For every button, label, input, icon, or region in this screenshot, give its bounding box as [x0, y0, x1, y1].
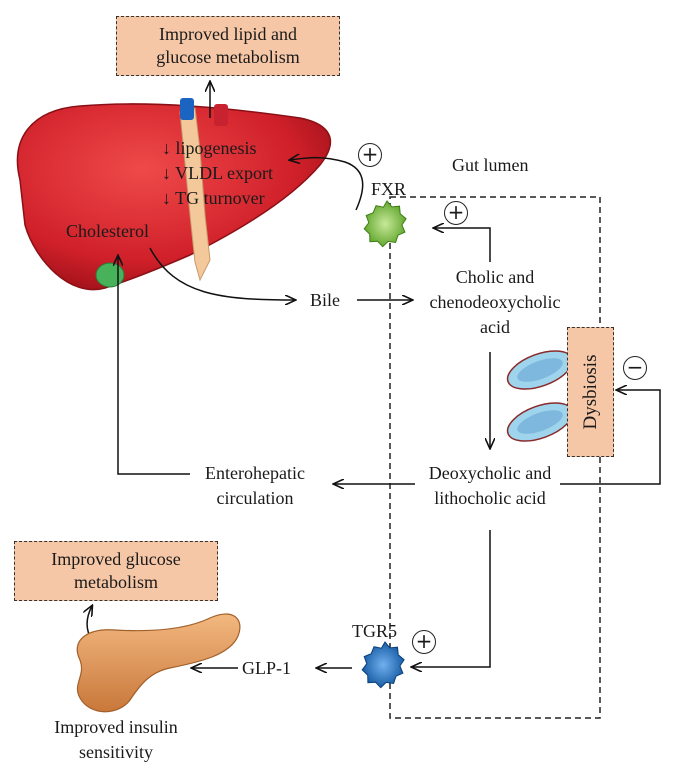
arrow-acid-to-fxr	[434, 228, 491, 262]
improved-glucose-line1: Improved glucose	[51, 549, 181, 569]
arrow-fxr-to-liver	[290, 158, 364, 211]
arrow-enterohepatic-to-liver	[118, 256, 190, 475]
improved-glucose-line2: metabolism	[74, 572, 158, 592]
lumen-plus-sign: +	[444, 201, 468, 225]
improved-lipid-glucose-line2: glucose metabolism	[156, 47, 300, 67]
tgr5-plus-sign: +	[412, 630, 436, 654]
effect-vldl-export: ↓ VLDL export	[162, 163, 273, 183]
bile-label: Bile	[310, 290, 340, 310]
insulin-line2: sensitivity	[78, 742, 153, 762]
primary-bile-acids-label: Cholic and chenodeoxycholic acid	[412, 266, 578, 338]
tgr5-receptor-icon	[361, 641, 405, 689]
effect-lipogenesis: ↓ lipogenesis	[162, 138, 257, 158]
secondary-bile-acids-label: Deoxycholic and lithocholic acid	[410, 462, 570, 509]
arrow-cholesterol-to-bile	[149, 247, 295, 300]
improved-glucose-box: Improved glucose metabolism	[14, 541, 218, 601]
secondary-line1: Deoxycholic and	[428, 463, 552, 483]
glp1-label: GLP-1	[242, 658, 291, 678]
dysbiosis-minus-sign: −	[623, 356, 647, 380]
insulin-sensitivity-label: Improved insulin sensitivity	[36, 716, 196, 763]
primary-line1: Cholic and	[455, 267, 535, 287]
enterohepatic-line2: circulation	[216, 488, 294, 508]
insulin-line1: Improved insulin	[54, 717, 178, 737]
dysbiosis-label: Dysbiosis	[579, 354, 601, 430]
pancreas-illustration	[76, 613, 241, 713]
secondary-line2: lithocholic acid	[434, 488, 546, 508]
fxr-receptor-icon	[363, 200, 407, 248]
gut-lumen-border	[389, 196, 601, 719]
dysbiosis-box: Dysbiosis	[567, 327, 614, 457]
bacteria-icon	[506, 350, 574, 442]
liver-illustration	[16, 98, 331, 291]
improved-lipid-glucose-line1: Improved lipid and	[159, 24, 297, 44]
enterohepatic-label: Enterohepatic circulation	[192, 462, 318, 509]
primary-line3: acid	[480, 317, 510, 337]
fxr-plus-sign: +	[358, 143, 382, 167]
fxr-label: FXR	[371, 179, 407, 199]
improved-lipid-glucose-box: Improved lipid and glucose metabolism	[116, 16, 340, 76]
primary-line2: chenodeoxycholic	[429, 292, 561, 312]
arrow-secondary-to-tgr5	[412, 530, 491, 667]
tgr5-label: TGR5	[352, 621, 397, 641]
effect-tg-turnover: ↓ TG turnover	[162, 188, 265, 208]
arrow-secondary-to-dysbiosis	[560, 390, 661, 485]
enterohepatic-line1: Enterohepatic	[205, 463, 305, 483]
gut-lumen-label: Gut lumen	[452, 155, 529, 175]
cholesterol-label: Cholesterol	[66, 221, 149, 241]
